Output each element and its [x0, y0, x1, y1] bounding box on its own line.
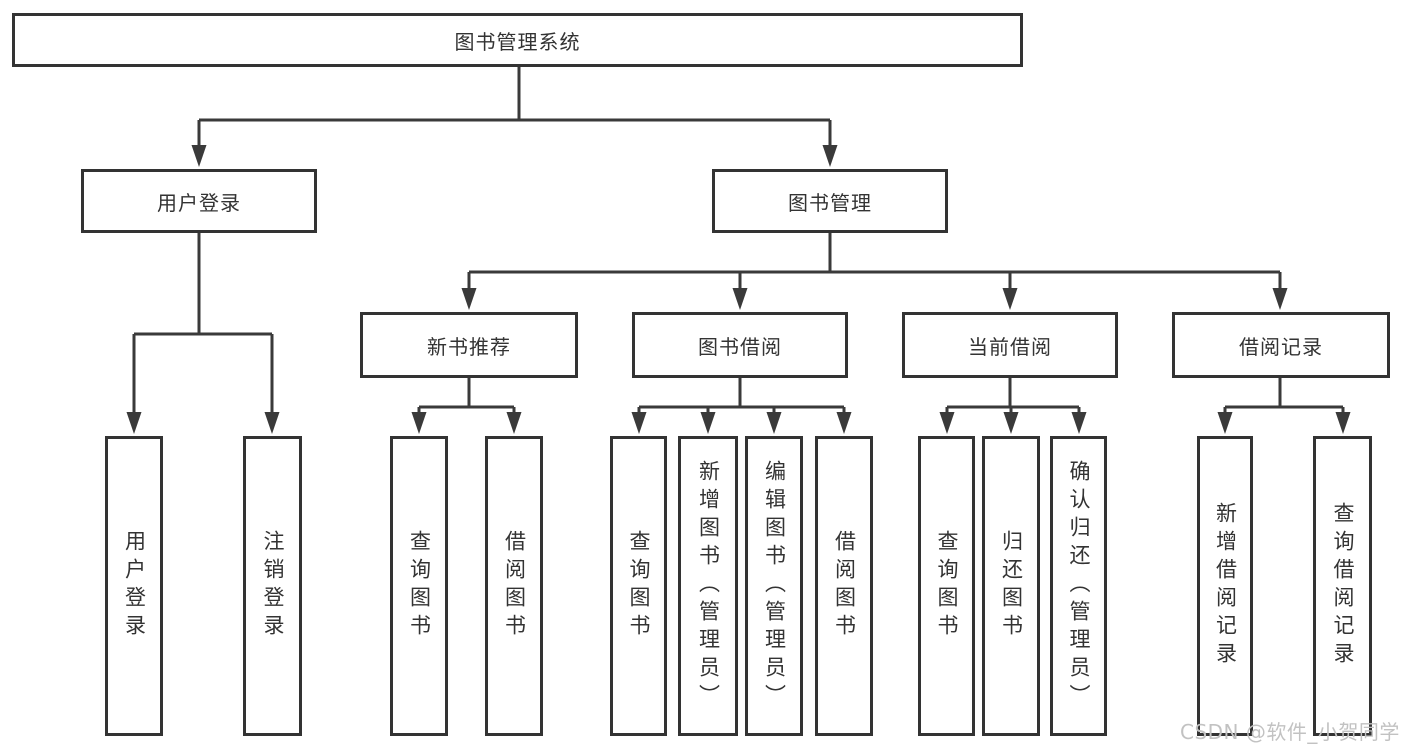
- node-label: 图书借阅: [698, 334, 782, 359]
- node-label: 查询图书: [935, 530, 960, 642]
- node-label: 借阅图书: [832, 530, 857, 642]
- arrow-down-icon: [461, 288, 477, 310]
- node-label: 确认归还（管理员）: [1067, 460, 1092, 712]
- arrow-down-icon: [836, 412, 852, 434]
- leaf-edit-book-admin: 编辑图书（管理员）: [745, 436, 803, 736]
- arrow-down-icon: [1217, 412, 1233, 434]
- wire-book-management-to-level3: [467, 233, 1282, 300]
- wire-user-login-to-leaves: [132, 233, 274, 424]
- node-label: 借阅记录: [1239, 334, 1323, 359]
- arrow-down-icon: [1272, 288, 1288, 310]
- node-label: 用户登录: [122, 530, 147, 642]
- node-label: 注销登录: [261, 530, 286, 642]
- arrow-down-icon: [264, 412, 280, 434]
- node-library-management-system: 图书管理系统: [12, 13, 1023, 67]
- leaf-confirm-return-admin: 确认归还（管理员）: [1050, 436, 1107, 736]
- node-label: 查询借阅记录: [1331, 502, 1356, 670]
- node-label: 新增图书（管理员）: [696, 460, 721, 712]
- wire-book-borrowing-to-leaves: [637, 378, 846, 424]
- leaf-add-book-admin: 新增图书（管理员）: [678, 436, 738, 736]
- arrow-down-icon: [506, 412, 522, 434]
- node-user-login: 用户登录: [81, 169, 317, 233]
- arrowheads: [126, 145, 1351, 434]
- arrow-down-icon: [411, 412, 427, 434]
- node-label: 图书管理系统: [454, 29, 581, 54]
- node-label: 编辑图书（管理员）: [762, 460, 787, 712]
- node-new-book-recommendation: 新书推荐: [360, 312, 578, 378]
- leaf-borrow-books-borrowing: 借阅图书: [815, 436, 873, 736]
- leaf-add-borrow-record: 新增借阅记录: [1197, 436, 1253, 736]
- arrow-down-icon: [631, 412, 647, 434]
- leaf-user-login: 用户登录: [105, 436, 163, 736]
- arrow-down-icon: [766, 412, 782, 434]
- arrow-down-icon: [939, 412, 955, 434]
- node-label: 归还图书: [999, 530, 1024, 642]
- arrow-down-icon: [1335, 412, 1351, 434]
- arrow-down-icon: [732, 288, 748, 310]
- arrow-down-icon: [126, 412, 142, 434]
- wire-root-to-level2: [197, 67, 832, 157]
- arrow-down-icon: [822, 145, 838, 167]
- node-current-borrowing: 当前借阅: [902, 312, 1118, 378]
- node-label: 当前借阅: [968, 334, 1052, 359]
- leaf-borrow-books-recommend: 借阅图书: [485, 436, 543, 736]
- node-label: 借阅图书: [502, 530, 527, 642]
- arrow-down-icon: [191, 145, 207, 167]
- node-label: 新增借阅记录: [1213, 502, 1238, 670]
- leaf-query-borrow-record: 查询借阅记录: [1313, 436, 1372, 736]
- node-book-management: 图书管理: [712, 169, 948, 233]
- node-label: 图书管理: [788, 190, 872, 215]
- watermark-text: CSDN @软件_小贺同学: [1180, 720, 1400, 744]
- node-label: 查询图书: [627, 530, 652, 642]
- arrow-down-icon: [1071, 412, 1087, 434]
- leaf-query-books-recommend: 查询图书: [390, 436, 448, 736]
- node-label: 查询图书: [407, 530, 432, 642]
- wire-new-book-recommendation-to-leaves: [417, 378, 516, 424]
- node-label: 用户登录: [157, 190, 241, 215]
- wire-borrowing-records-to-leaves: [1223, 378, 1345, 424]
- node-borrowing-records: 借阅记录: [1172, 312, 1390, 378]
- leaf-return-books: 归还图书: [982, 436, 1040, 736]
- node-label: 新书推荐: [427, 334, 511, 359]
- arrow-down-icon: [1003, 412, 1019, 434]
- node-book-borrowing: 图书借阅: [632, 312, 848, 378]
- arrow-down-icon: [700, 412, 716, 434]
- leaf-query-books-borrowing: 查询图书: [610, 436, 667, 736]
- leaf-query-books-current: 查询图书: [918, 436, 975, 736]
- arrow-down-icon: [1002, 288, 1018, 310]
- leaf-logout: 注销登录: [243, 436, 302, 736]
